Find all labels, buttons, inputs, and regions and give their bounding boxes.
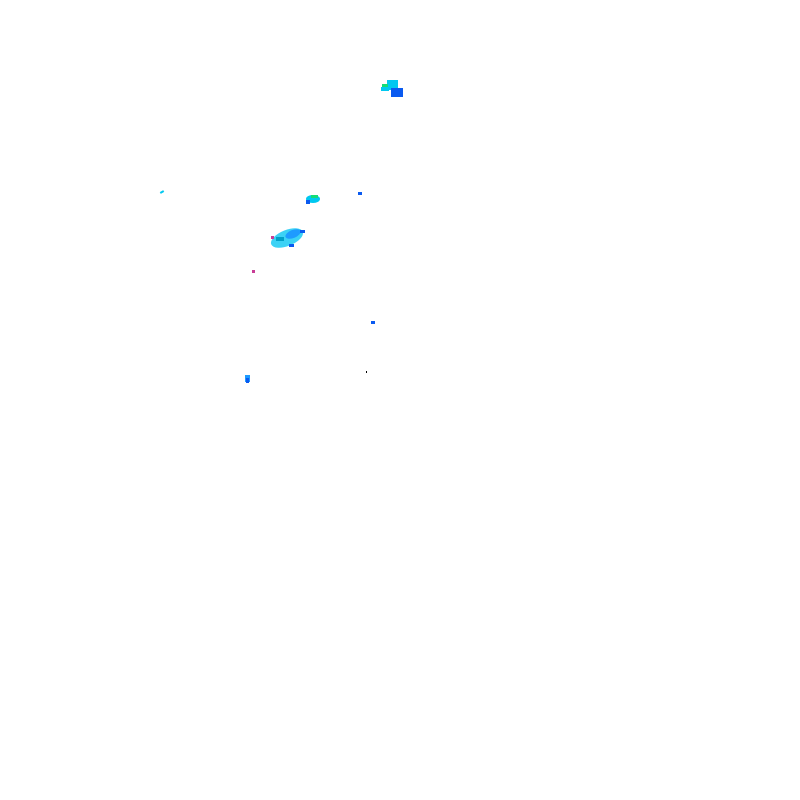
echo-cell-southwest-core bbox=[246, 378, 249, 383]
echo-speck-right bbox=[358, 192, 362, 195]
echo-cell-north-body bbox=[387, 80, 398, 90]
echo-cell-north-tail bbox=[381, 87, 389, 91]
echo-speck-far-west bbox=[159, 190, 165, 194]
echo-cell-central bbox=[270, 228, 305, 248]
echo-cell-north-core bbox=[391, 88, 403, 97]
echo-cell-southwest bbox=[245, 375, 250, 383]
echo-cell-small-east bbox=[306, 195, 320, 204]
echo-cell-north-green bbox=[382, 84, 388, 87]
echo-cell-small-east-core bbox=[306, 200, 310, 204]
echo-speck-mid bbox=[371, 321, 375, 324]
echo-speck-west bbox=[252, 270, 255, 273]
echo-cell-central-tail bbox=[289, 244, 294, 247]
echo-cell-small-east-green bbox=[311, 195, 318, 198]
echo-cell-central-magenta bbox=[271, 236, 274, 239]
echo-cell-north bbox=[381, 80, 403, 97]
echo-cell-central-tip bbox=[300, 230, 305, 233]
echo-cell-central-teal bbox=[276, 237, 284, 241]
echo-cell-central-blue bbox=[285, 229, 301, 239]
echo-speck-dark bbox=[366, 371, 367, 373]
